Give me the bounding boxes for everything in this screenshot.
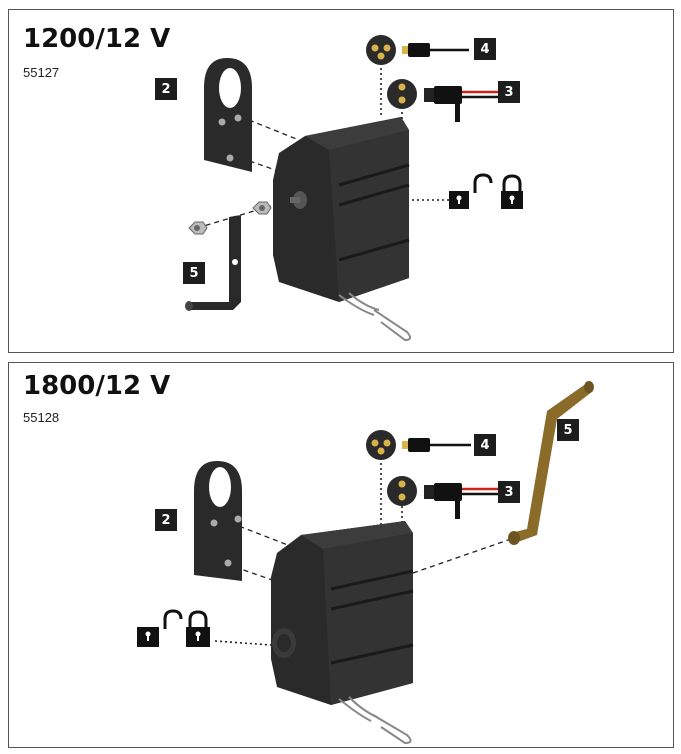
- panel-1200-12v: 1200/12 V 55127: [8, 9, 674, 353]
- callout-crank: 5: [183, 262, 205, 284]
- connector-plug-4: [366, 430, 471, 460]
- mounting-bracket: [204, 58, 252, 172]
- callout-plug-small: 4: [474, 38, 496, 60]
- large-crank: [508, 381, 594, 545]
- panel-title: 1200/12 V: [23, 24, 171, 54]
- callout-crank: 5: [557, 419, 579, 441]
- callout-plug-cable: 3: [498, 81, 520, 103]
- callout-bracket: 2: [155, 509, 177, 531]
- unlocked-padlock-icon: [137, 609, 183, 647]
- article-number: 55128: [23, 410, 60, 425]
- chain-snap-hook: [338, 292, 411, 342]
- connector-plug-3: [387, 476, 499, 519]
- winch-housing: [273, 117, 410, 302]
- locked-padlock-icon: [501, 174, 523, 209]
- winch-diagram-1800: [137, 381, 594, 745]
- mounting-bracket: [194, 461, 242, 581]
- callout-bracket: 2: [155, 78, 177, 100]
- callout-plug-cable: 3: [498, 481, 520, 503]
- callout-plug-small: 4: [474, 434, 496, 456]
- locked-padlock-icon: [186, 610, 210, 647]
- panel-title: 1800/12 V: [23, 371, 171, 401]
- article-number: 55127: [23, 65, 60, 80]
- nut-washer: [188, 201, 272, 235]
- winch-housing: [271, 521, 414, 705]
- small-crank: [185, 215, 241, 311]
- connector-plug-3: [387, 79, 499, 122]
- winch-diagram-1200: [185, 35, 523, 342]
- panel-1800-12v: 1800/12 V 55128: [8, 362, 674, 748]
- chain-snap-hook: [338, 696, 412, 745]
- connector-plug-4: [366, 35, 469, 65]
- unlocked-padlock-icon: [449, 173, 493, 209]
